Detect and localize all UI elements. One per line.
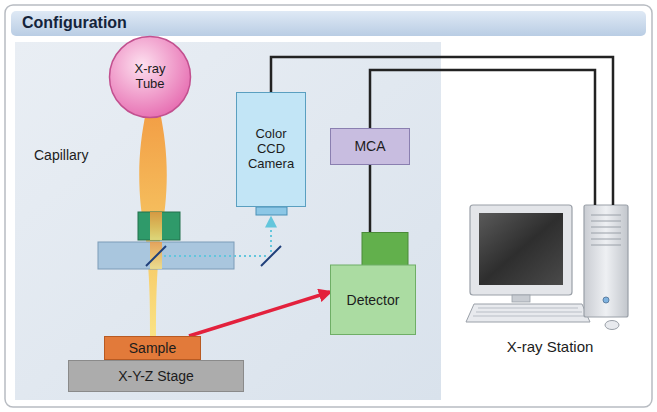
panel-title: Configuration [22,14,127,32]
optical-path [270,218,272,252]
outer-panel [5,5,652,407]
tower-slot [591,239,621,240]
header-bar [11,11,646,36]
instrument-region [15,42,441,400]
keyboard [466,304,590,322]
detector-outline [330,232,416,335]
signal-cable [271,57,613,205]
detector: Detector [330,232,416,335]
mirror [146,246,166,266]
node-label: X-ray Station [507,338,594,355]
node-label: X-Y-Z Stage [118,368,194,384]
mirror [261,246,281,266]
keyboard-keys [473,308,585,316]
node-label: X-ray Tube [119,62,181,92]
pc-tower [584,205,628,317]
signal-cable [369,165,372,232]
tower-slot [591,233,621,234]
node-label: Color CCD Camera [241,127,301,172]
node-label: Detector [347,292,400,308]
optical-path [164,255,266,257]
capillary-holder [138,212,180,240]
tower-slot [591,245,621,246]
power-button [603,297,609,303]
xray-station: X-ray Station [465,205,635,357]
camera-lens [256,207,287,215]
tower-slot [591,227,621,228]
ccd-camera: Color CCD Camera [236,92,306,207]
monitor-stand [512,295,530,302]
sample: Sample [104,336,201,360]
capillary-bore [150,212,162,240]
mouse [605,321,619,330]
node-label: MCA [354,138,385,154]
tower-slots [591,215,621,303]
monitor [470,205,572,295]
monitor-screen [479,213,563,285]
fluorescence-arrow [189,292,330,336]
tower-slot [591,221,621,222]
node-label: Sample [129,340,176,356]
tower-slot [591,215,621,216]
xyz-stage: X-Y-Z Stage [68,360,244,392]
mca-box: MCA [330,128,410,165]
part-label: Capillary [34,147,88,163]
xray-tube: X-ray Tube [108,35,192,119]
